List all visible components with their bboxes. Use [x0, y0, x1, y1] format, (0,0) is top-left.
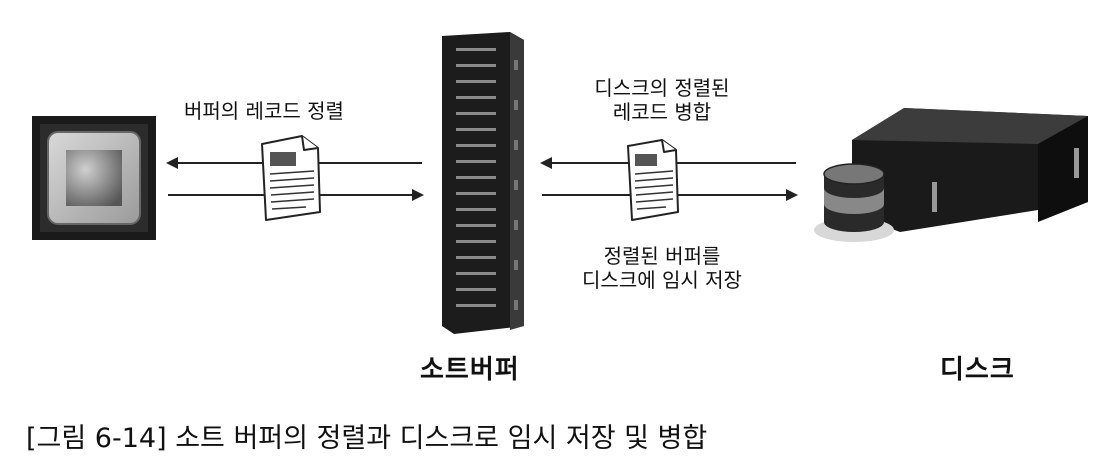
- figure-caption: [그림 6-14] 소트 버퍼의 정렬과 디스크로 임시 저장 및 병합: [26, 423, 708, 454]
- store-sorted-buffer-label: 정렬된 버퍼를 디스크에 임시 저장: [546, 244, 778, 292]
- sort-buffer-title: 소트버퍼: [420, 355, 520, 385]
- merge-label-line1: 디스크의 정렬된: [594, 76, 730, 100]
- store-label-line1: 정렬된 버퍼를: [603, 244, 721, 268]
- record-document-icon: [261, 135, 321, 221]
- merge-document-icon: [627, 139, 679, 221]
- cpu-chip-icon: [32, 116, 156, 240]
- store-label-line2: 디스크에 임시 저장: [582, 268, 742, 292]
- disk-storage-icon: [814, 108, 1088, 242]
- sort-records-label: 버퍼의 레코드 정렬: [184, 99, 344, 123]
- merge-sorted-records-label: 디스크의 정렬된 레코드 병합: [556, 76, 768, 124]
- merge-label-line2: 레코드 병합: [612, 100, 712, 124]
- sort-buffer-icon: [442, 32, 524, 334]
- disk-title: 디스크: [940, 355, 1015, 385]
